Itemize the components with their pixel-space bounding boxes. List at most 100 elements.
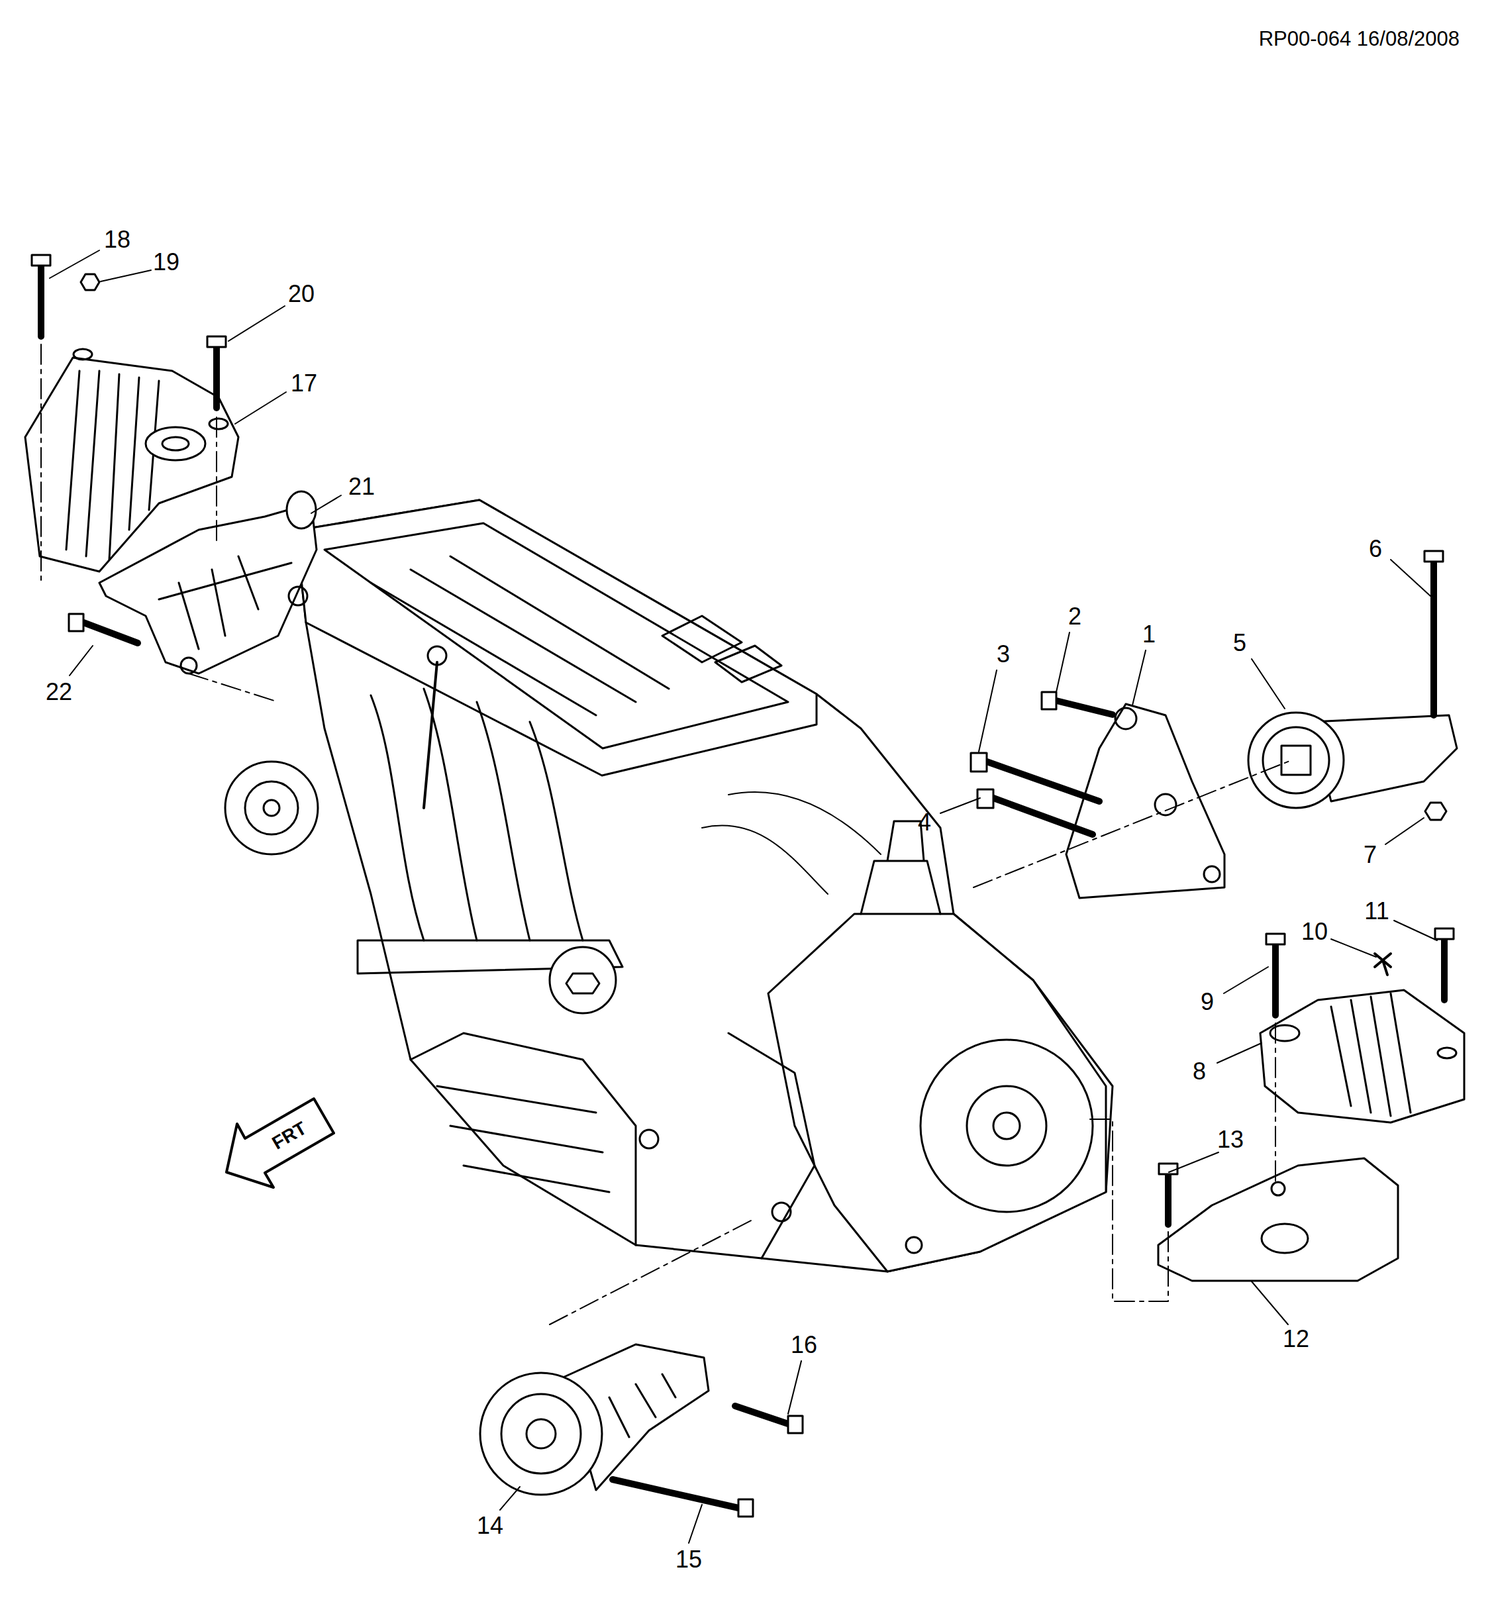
line-art [993,1112,1020,1140]
line-art [688,1504,702,1544]
line-art [860,821,941,914]
line-art [940,797,981,814]
drawing-reference: RP00-064 16/08/2008 [1258,28,1460,50]
line-art [1251,658,1285,709]
line-art [772,1202,791,1222]
line-art [41,344,279,702]
line-art [31,254,51,266]
line-art [73,348,93,360]
line-art [1223,966,1269,994]
line-art [526,1419,556,1449]
line-art [1251,1281,1289,1325]
callout-number: 5 [1233,631,1247,655]
line-art [158,556,292,649]
line-art [437,1086,610,1193]
line-art [480,1372,602,1495]
callout-number: 6 [1368,537,1383,561]
line-art [80,274,100,291]
line-art [728,1033,815,1259]
callout-number: 9 [1200,990,1214,1014]
line-art [993,797,1093,835]
line-art [1086,1023,1276,1302]
line-art [701,792,881,895]
line-art [49,250,100,279]
line-art [1374,953,1391,975]
line-art [549,1218,755,1325]
line-art [768,913,1106,1272]
line-art [978,670,997,752]
line-art [213,347,220,408]
line-art [225,761,318,855]
callout-number: 16 [790,1333,818,1357]
line-art [1262,727,1330,794]
line-art [1158,1163,1178,1175]
callout-number: 4 [917,810,932,835]
callout-number: 10 [1301,919,1328,944]
line-art [1424,550,1444,562]
line-art [263,799,280,816]
line-art [1437,1047,1457,1059]
line-art [662,615,782,683]
callout-number: 19 [152,250,180,275]
line-art [228,305,285,342]
line-art [83,622,138,644]
line-art [207,336,226,348]
line-art [296,499,817,776]
line-art [226,1098,334,1188]
line-art [1041,692,1057,710]
line-art [549,946,616,1014]
line-art [1217,1043,1262,1063]
callout-number: 1 [1142,622,1156,647]
line-art [1331,993,1411,1116]
callout-number: 15 [675,1547,702,1572]
line-art [1248,712,1344,808]
line-art [311,495,342,514]
line-art [1270,1025,1300,1042]
line-art [423,662,438,808]
line-art [1168,1152,1219,1173]
line-art [296,499,1113,1272]
line-art [738,1499,753,1517]
callout-number: 17 [290,371,318,396]
line-art [427,646,447,665]
line-art [609,1374,676,1438]
line-art [970,752,987,772]
callout-number: 14 [476,1513,504,1538]
line-art [1425,802,1447,820]
line-art [235,392,287,424]
line-art [1331,939,1377,957]
line-art [99,503,317,674]
line-art [966,1086,1047,1166]
line-art [1272,944,1279,1016]
line-art [1281,745,1311,775]
line-art [370,556,669,716]
line-art [1158,1158,1398,1281]
line-art [1260,990,1465,1123]
line-art [566,973,600,994]
line-art [286,491,316,529]
line-art [639,1129,659,1149]
line-art [370,688,583,941]
callout-number: 20 [288,282,315,306]
line-art [1390,559,1431,597]
line-art [1441,939,1448,1000]
line-art [1154,794,1177,816]
callout-number: 12 [1282,1327,1310,1351]
line-art [920,1039,1093,1212]
line-art [1056,700,1113,715]
line-art [49,250,1438,1544]
line-art [209,418,228,430]
line-art [1394,920,1438,941]
line-art [180,657,197,674]
line-art [788,1415,803,1434]
line-art [1435,928,1454,940]
line-art [788,1360,802,1414]
line-art [1430,561,1438,716]
line-art [1164,1174,1172,1225]
callout-number: 2 [1068,604,1082,629]
line-art [145,427,206,461]
line-art [245,781,299,835]
callout-number: 8 [1192,1059,1206,1084]
